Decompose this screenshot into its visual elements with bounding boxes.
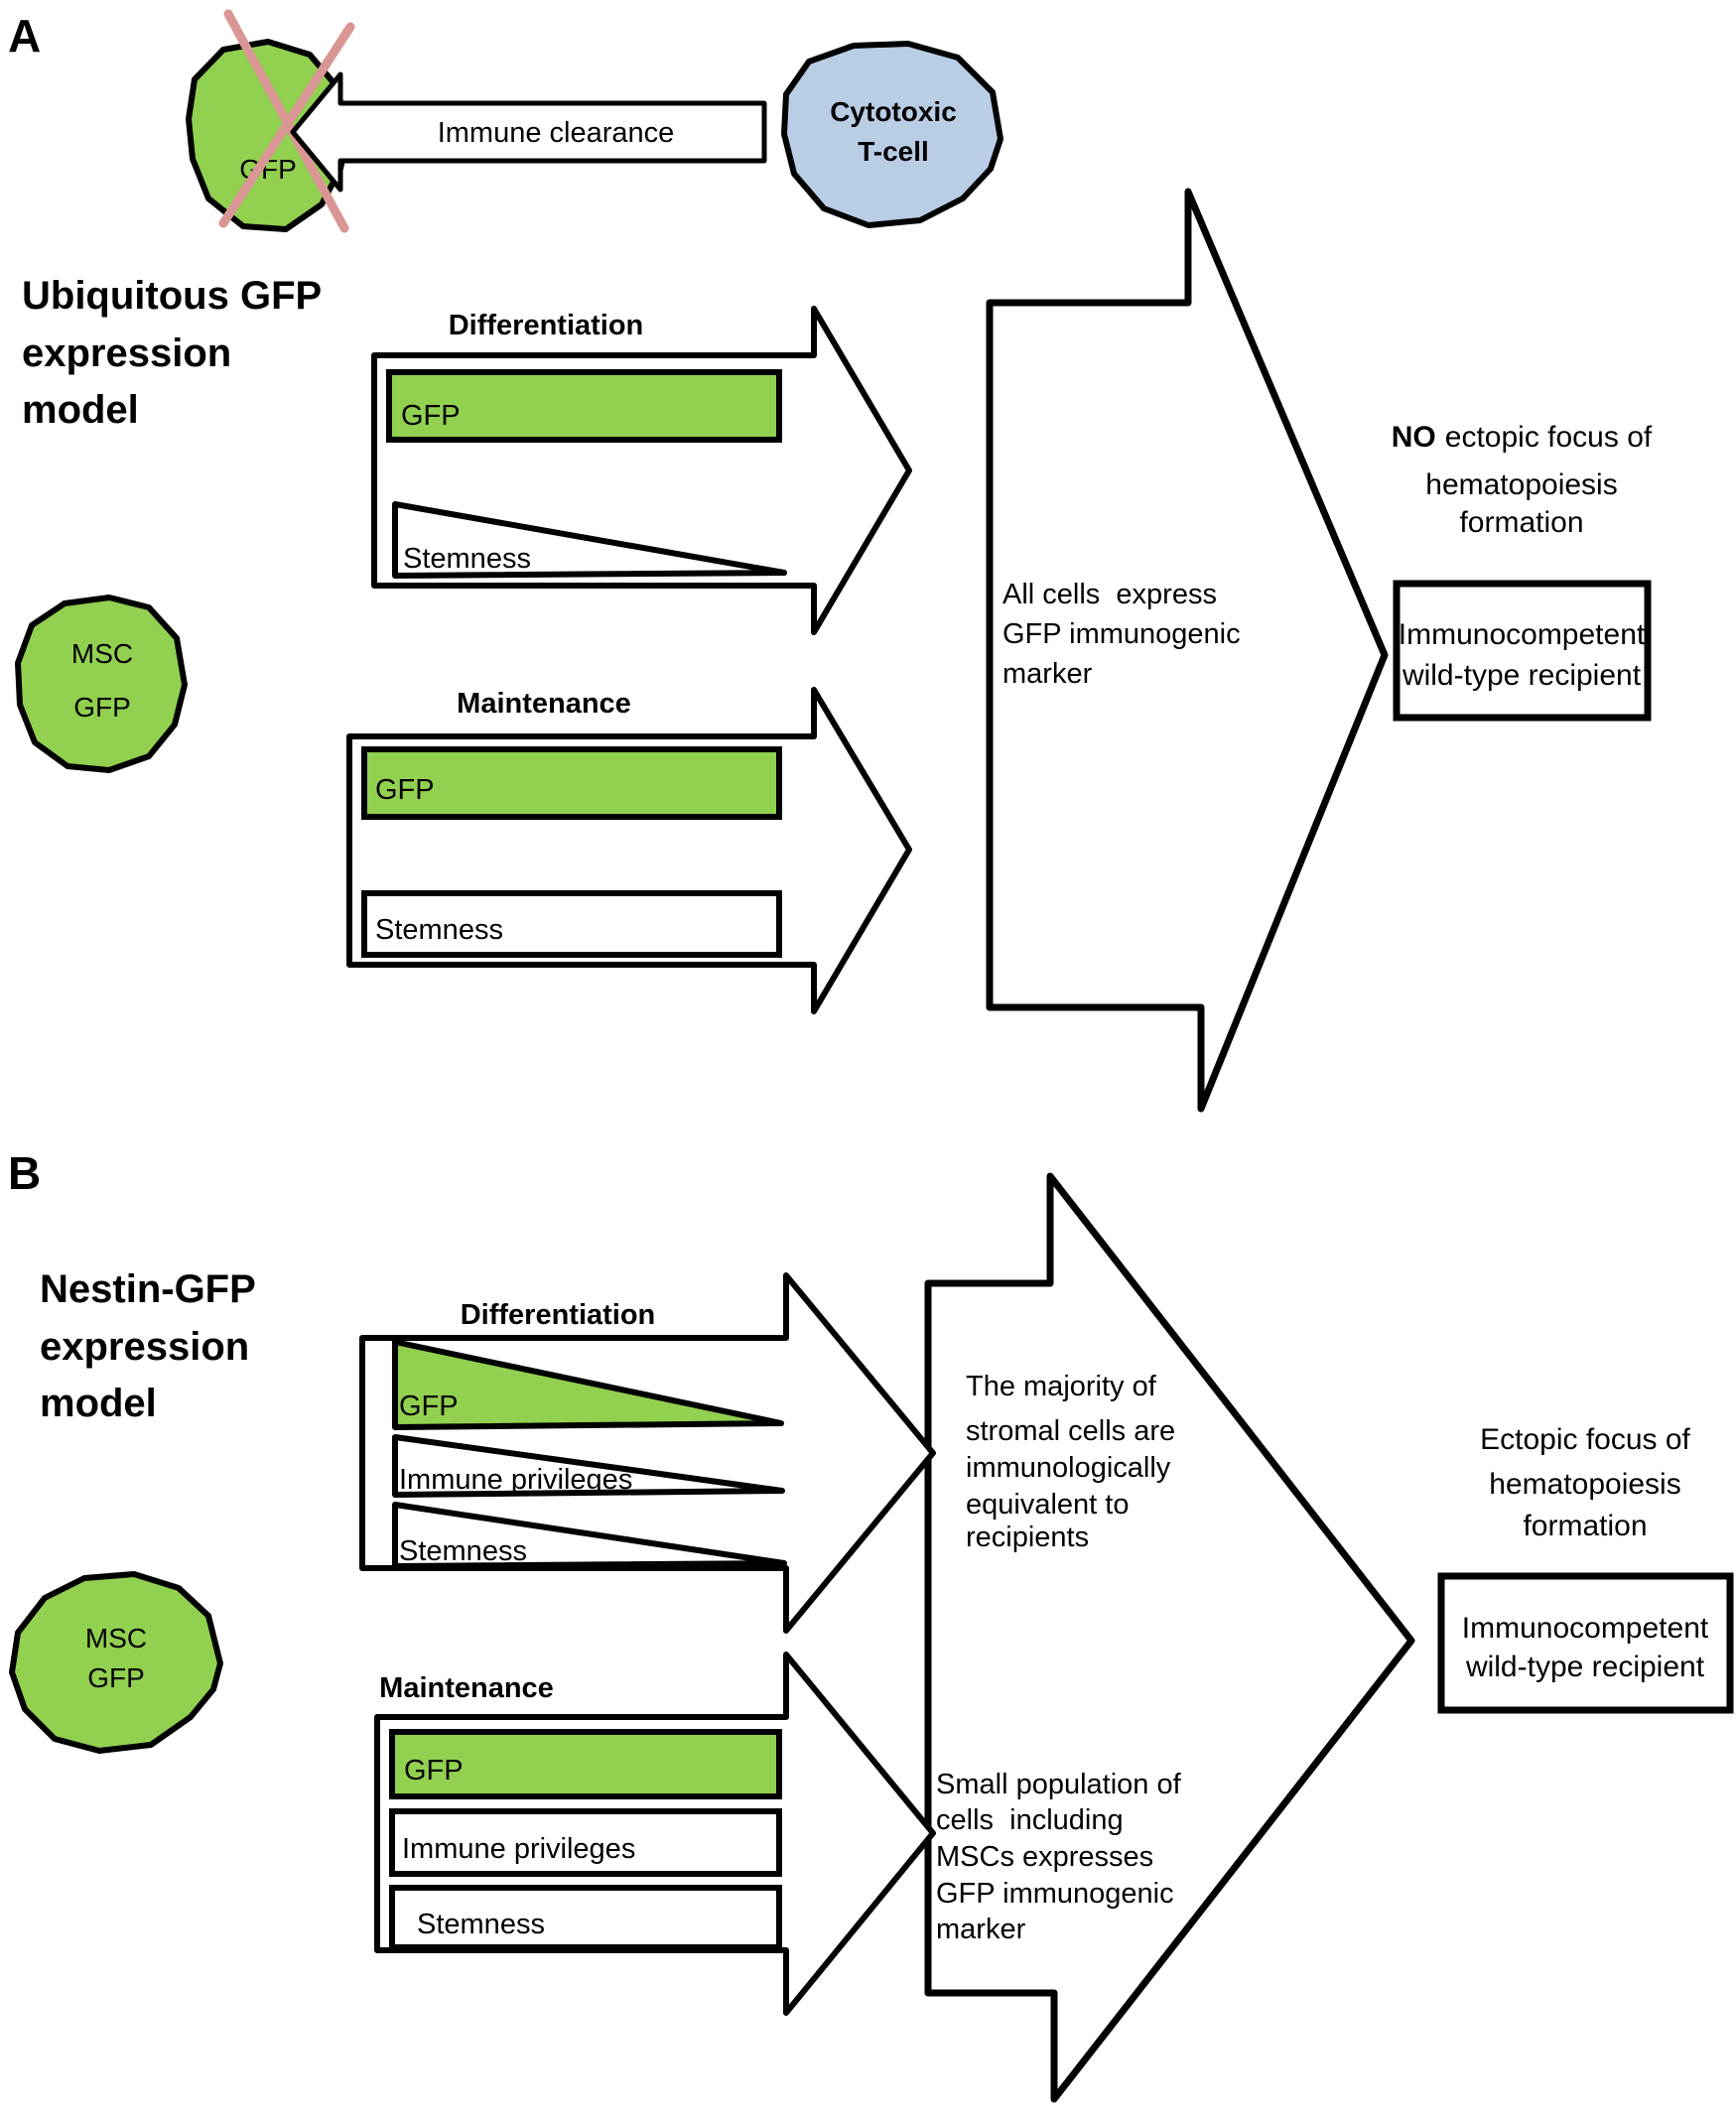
- panel-a-maintenance-arrow: [346, 687, 912, 1014]
- panel-b-arrow-top-text-line-4: equivalent to: [966, 1489, 1129, 1521]
- panel-b-arrow-bottom-text-line-3: MSCs expresses: [936, 1841, 1153, 1873]
- panel-a-recipient-box-border: [1393, 580, 1652, 722]
- panel-a-arrow-text-line-3: marker: [1002, 658, 1093, 690]
- panel-b-maintenance-stemness-label: Stemness: [417, 1909, 545, 1940]
- panel-b-msc-label-line-1: MSC: [85, 1623, 147, 1654]
- panel-b-arrow-top-text-line-5: recipients: [966, 1522, 1089, 1553]
- panel-a-differentiation-arrow: [371, 306, 912, 635]
- panel-a-immune-clearance: Immune clearance: [290, 71, 767, 193]
- panel-b-maintenance-gfp-bar: [389, 1729, 782, 1799]
- panel-b-arrow-bottom-text-line-1: Small population of: [936, 1769, 1182, 1800]
- panel-b-branch-top-arrowhead-icon: [283, 1436, 309, 1470]
- panel-b-msc-gfp-cell: MSC GFP: [9, 1571, 223, 1754]
- panel-a-rejected-gfp-cell: GFP: [186, 9, 355, 233]
- panel-b-outcome-line-1: Ectopic focus of: [1480, 1423, 1690, 1456]
- panel-b-differentiation-group: GFP Immune privileges Stemness Different…: [359, 1272, 936, 1634]
- panel-b-outcome-line-2: hematopoiesis: [1489, 1468, 1680, 1501]
- panel-b-recipient-box-border: [1437, 1572, 1734, 1714]
- panel-b-arrow-top-text-line-3: immunologically: [966, 1452, 1171, 1484]
- panel-a-maintenance-group: GFP Stemness Maintenance: [346, 687, 912, 1014]
- panel-b-differentiation-immune-label: Immune privileges: [399, 1464, 632, 1496]
- panel-b-differentiation-immune-triangle: [392, 1434, 785, 1498]
- panel-b-outcome-line-3: formation: [1523, 1510, 1647, 1542]
- panel-b-differentiation-stemness-label: Stemness: [399, 1535, 527, 1567]
- panel-b-big-outcome-arrow: [924, 1172, 1415, 2103]
- tcell-label-line-2: T-cell: [858, 136, 929, 167]
- panel-b-msc-label-line-2: GFP: [87, 1662, 145, 1693]
- panel-b-maintenance-immune-label: Immune privileges: [402, 1833, 635, 1865]
- panel-b-maintenance-stemness-bar: [389, 1885, 782, 1950]
- panel-a-big-outcome-arrow: [986, 188, 1389, 1113]
- panel-a-outcome-line-3: formation: [1459, 506, 1583, 539]
- panel-b-maintenance-immune-bar: [389, 1808, 782, 1877]
- immune-clearance-arrow: [290, 71, 767, 193]
- panel-b-title-line-2: expression: [40, 1325, 249, 1369]
- panel-a-msc-label-line-2: GFP: [73, 692, 131, 723]
- panel-a-texts: A Ubiquitous GFP expression model All ce…: [8, 10, 1653, 690]
- panel-a-outcome-line-1-rest: ectopic focus of: [1445, 421, 1653, 454]
- panel-a-title-line-2: expression: [22, 331, 231, 375]
- panel-a-maintenance-label: Maintenance: [457, 688, 631, 720]
- panel-a-differentiation-group: GFP Stemness Differentiation: [371, 306, 912, 635]
- panel-b-differentiation-gfp-label: GFP: [399, 1391, 459, 1422]
- panel-b: GFP Immune privileges Stemness Different…: [8, 1147, 1734, 2103]
- panel-b-texts: B Nestin-GFP expression model The majori…: [8, 1147, 1691, 1945]
- panel-a-outcome-line-2: hematopoiesis: [1425, 468, 1617, 501]
- panel-b-arrow-bottom-text-line-5: marker: [936, 1914, 1026, 1945]
- panel-a-maintenance-gfp-bar: [361, 746, 782, 820]
- panel-a-differentiation-gfp-bar: [386, 369, 782, 443]
- panel-a-maintenance-stemness-label: Stemness: [375, 914, 503, 946]
- panel-b-arrow-top-text-line-2: stromal cells are: [966, 1415, 1175, 1447]
- panel-a-recipient-line-1: Immunocompetent: [1399, 618, 1646, 651]
- panel-b-maintenance-gfp-label: GFP: [404, 1755, 464, 1787]
- panel-b-differentiation-stemness-triangle: [392, 1502, 787, 1569]
- tcell-blob: [781, 41, 1003, 228]
- panel-b-title-line-3: model: [40, 1382, 157, 1425]
- panel-b-arrow-top-text-line-1: The majority of: [966, 1371, 1157, 1402]
- panel-a-cytotoxic-tcell: Cytotoxic T-cell: [781, 41, 1003, 228]
- panel-b-arrow-bottom-text-line-2: cells including: [936, 1804, 1124, 1836]
- panel-a-title-line-1: Ubiquitous GFP: [22, 274, 322, 318]
- panel-a-label: A: [8, 10, 41, 62]
- panel-a-differentiation-stemness-triangle: [392, 501, 787, 579]
- tcell-label-line-1: Cytotoxic: [830, 96, 957, 127]
- panel-a-outcome-line-1: NO ectopic focus of: [1392, 421, 1653, 454]
- panel-b-recipient-line-2: wild-type recipient: [1465, 1651, 1705, 1683]
- panel-b-differentiation-label: Differentiation: [461, 1299, 656, 1331]
- panel-a-maintenance-gfp-label: GFP: [375, 774, 435, 806]
- panel-b-title-line-1: Nestin-GFP: [40, 1267, 256, 1311]
- panel-b-msc-blob: [9, 1571, 223, 1754]
- panel-b-branch-bottom-arrowhead-icon: [294, 1816, 320, 1850]
- panel-a-msc-gfp-cell: MSC GFP: [15, 595, 188, 773]
- panel-a-maintenance-stemness-bar: [361, 890, 782, 958]
- panel-b-differentiation-gfp-triangle: [392, 1339, 784, 1430]
- panel-a-title-line-3: model: [22, 388, 139, 432]
- panel-b-maintenance-group: GFP Immune privileges Stemness Maintenan…: [374, 1652, 936, 2016]
- panel-b-arrow-bottom-text-line-4: GFP immunogenic: [936, 1878, 1174, 1910]
- immune-clearance-label: Immune clearance: [438, 117, 675, 149]
- panel-a-differentiation-gfp-label: GFP: [401, 400, 461, 432]
- panel-a: GFP Stemness Differentiation GFP Stemnes…: [8, 9, 1653, 1113]
- panel-a-msc-blob: [15, 595, 188, 773]
- cross-out-line-2-icon: [218, 22, 355, 228]
- panel-b-recipient-box: Immunocompetent wild-type recipient: [1437, 1572, 1734, 1714]
- panel-a-branch-bottom-arrowhead-icon: [272, 833, 298, 866]
- panel-a-msc-label-line-1: MSC: [71, 638, 133, 669]
- panel-a-arrow-text-line-2: GFP immunogenic: [1002, 618, 1241, 650]
- panel-b-maintenance-label: Maintenance: [379, 1672, 554, 1704]
- panel-b-recipient-line-1: Immunocompetent: [1462, 1612, 1709, 1645]
- panel-a-arrow-text-line-1: All cells express: [1002, 579, 1217, 610]
- panel-a-differentiation-stemness-label: Stemness: [403, 543, 531, 575]
- panel-a-recipient-line-2: wild-type recipient: [1402, 659, 1642, 692]
- panel-a-branch-top-arrowhead-icon: [294, 454, 320, 487]
- panel-a-outcome-emphasis: NO: [1392, 421, 1436, 454]
- panel-b-label: B: [8, 1147, 41, 1199]
- panel-a-differentiation-label: Differentiation: [449, 310, 644, 341]
- panel-a-recipient-box: Immunocompetent wild-type recipient: [1393, 580, 1652, 722]
